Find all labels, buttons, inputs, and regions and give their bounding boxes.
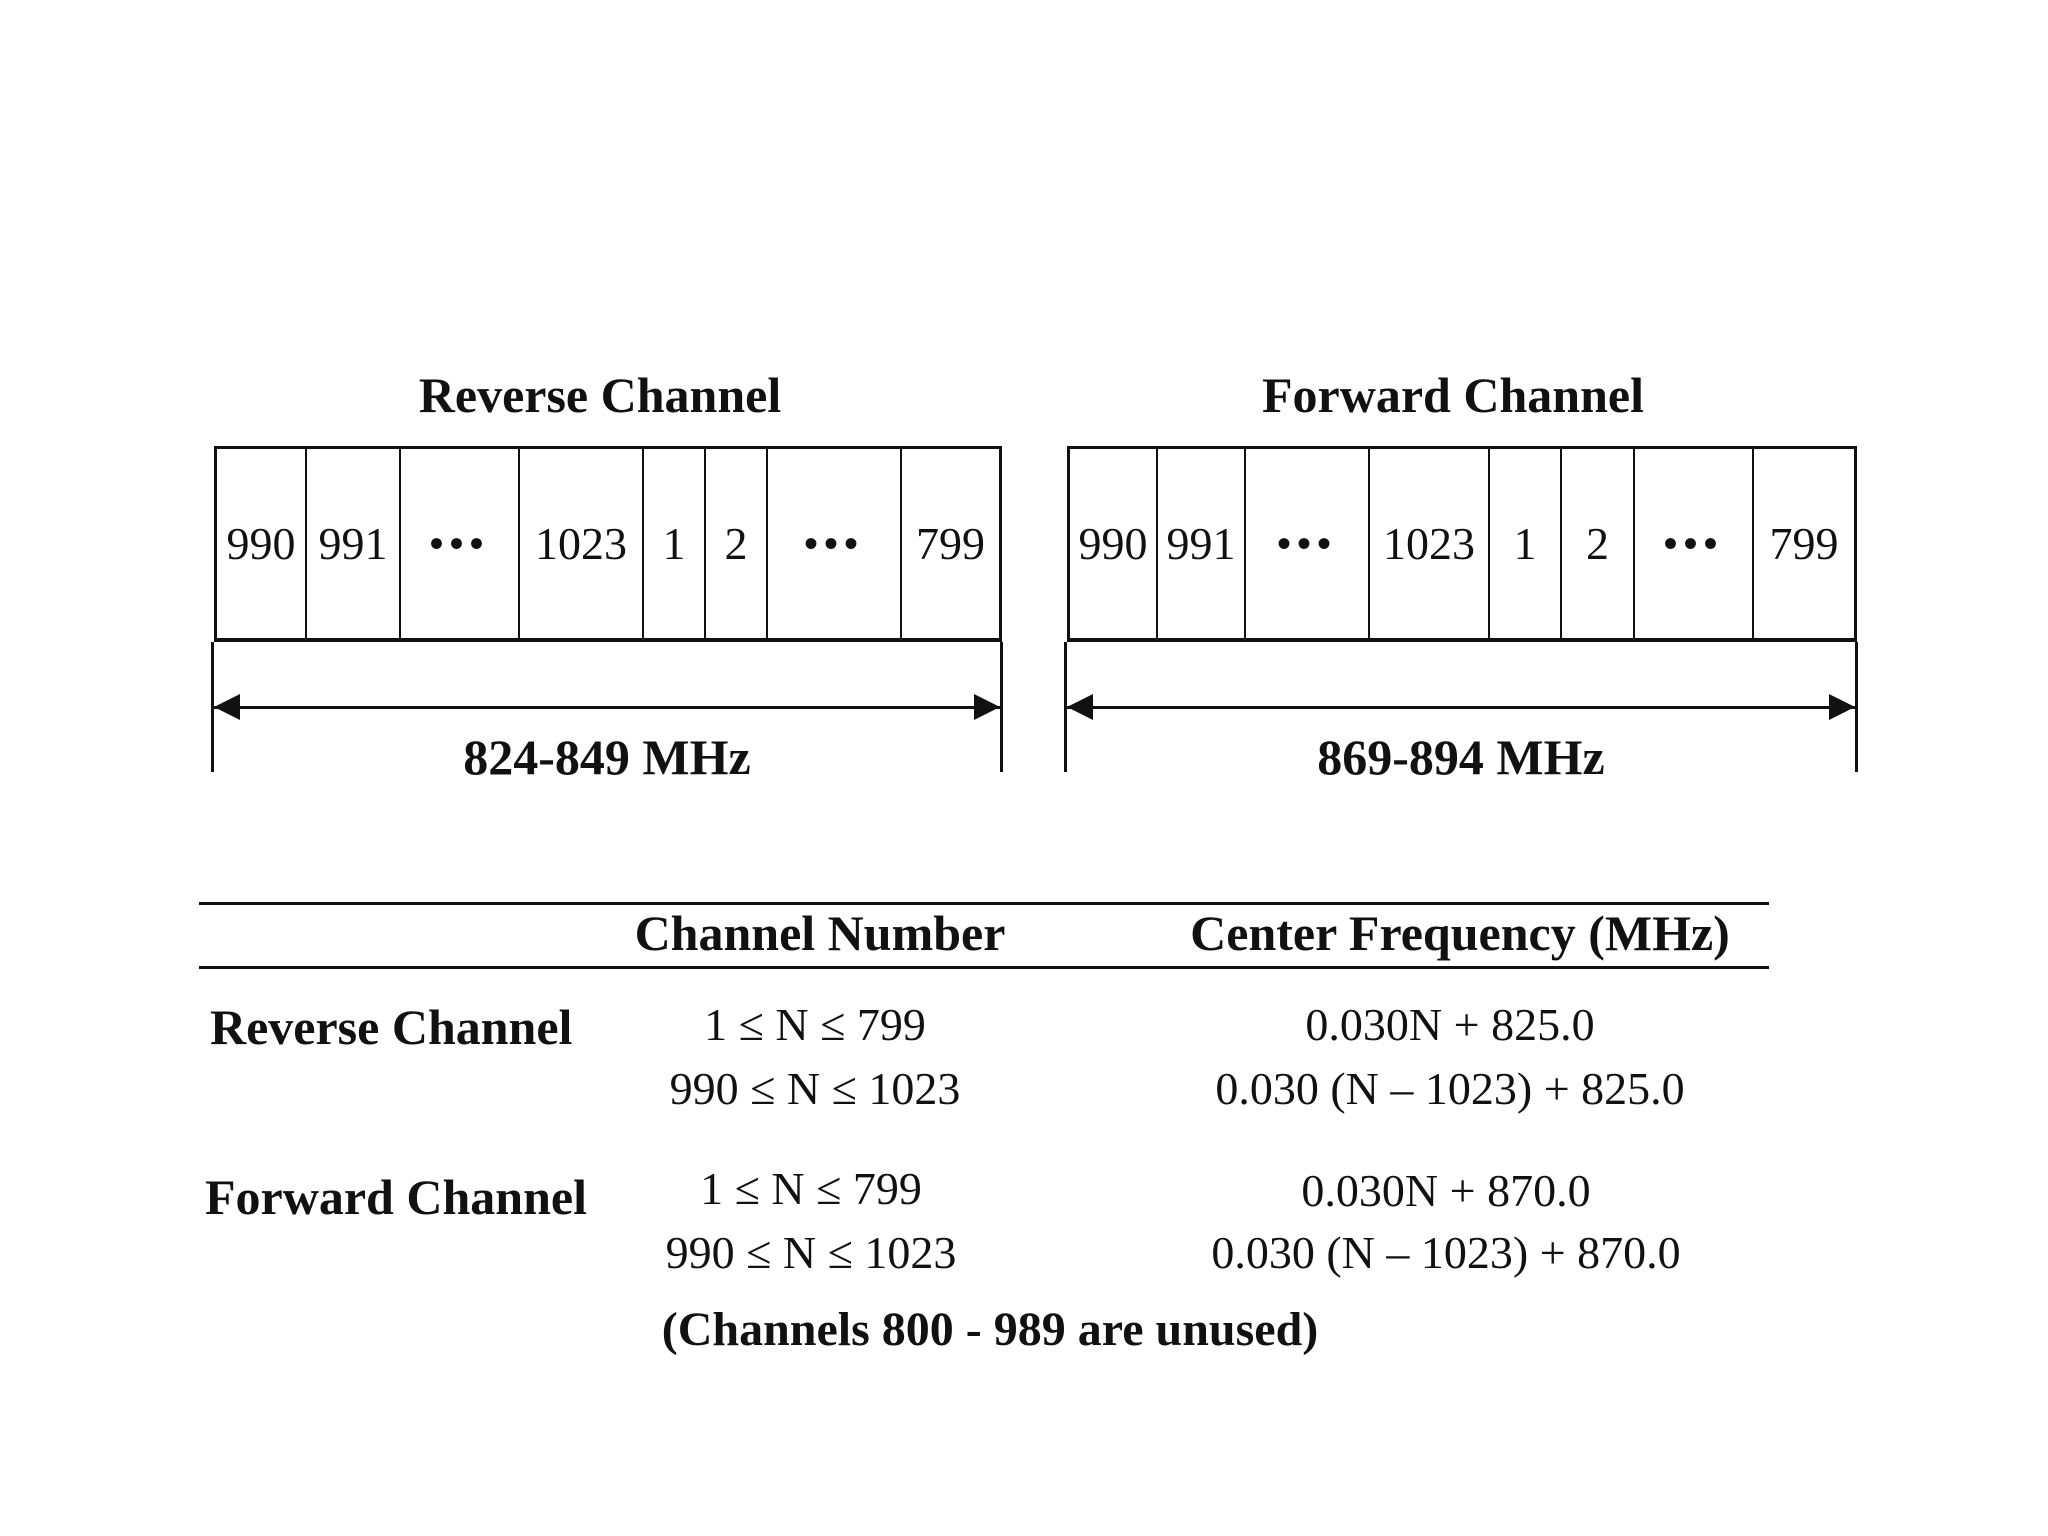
table-header-rule [199,966,1769,969]
reverse-band-title: Reverse Channel [418,367,782,423]
forward-range-2: 990 ≤ N ≤ 1023 [665,1227,957,1278]
unused-channels-note: (Channels 800 - 989 are unused) [661,1303,1319,1356]
band-cell: 991 [1158,449,1246,638]
header-center-frequency: Center Frequency (MHz) [1190,905,1730,961]
reverse-range-2: 990 ≤ N ≤ 1023 [669,1063,961,1114]
reverse-formula-2: 0.030 (N – 1023) + 825.0 [1215,1063,1685,1114]
band-cell: 991 [307,449,401,638]
reverse-range-label: 824-849 MHz [463,729,751,785]
row-label-forward: Forward Channel [205,1169,587,1225]
reverse-range-1: 1 ≤ N ≤ 799 [704,999,926,1050]
reverse-formula-1: 0.030N + 825.0 [1305,999,1595,1050]
header-channel-number: Channel Number [634,905,1006,961]
band-cell: 1023 [520,449,644,638]
band-cell: 990 [1070,449,1158,638]
forward-formula-1: 0.030N + 870.0 [1301,1165,1591,1216]
reverse-band: 990 991 ••• 1023 1 2 ••• 799 [214,446,1002,642]
band-cell-ellipsis: ••• [768,449,902,638]
band-cell: 2 [706,449,768,638]
band-cell-ellipsis: ••• [401,449,520,638]
table-top-rule [199,902,1769,905]
double-arrow-icon [1067,694,1855,720]
band-cell: 1 [644,449,706,638]
band-cell-ellipsis: ••• [1635,449,1754,638]
band-cell: 990 [217,449,307,638]
band-cell: 799 [916,518,985,569]
forward-band: 990 991 ••• 1023 1 2 ••• 799 [1067,446,1857,642]
row-label-reverse: Reverse Channel [210,999,573,1055]
double-arrow-icon [214,694,1000,720]
band-cell-ellipsis: ••• [1246,449,1370,638]
forward-formula-2: 0.030 (N – 1023) + 870.0 [1211,1227,1681,1278]
band-cell: 799 [1769,518,1839,569]
forward-range-1: 1 ≤ N ≤ 799 [700,1163,922,1214]
forward-range-label: 869-894 MHz [1317,729,1605,785]
band-cell: 1 [1490,449,1562,638]
forward-band-title: Forward Channel [1262,367,1644,423]
forward-range-bracket: 869-894 MHz [1064,642,1858,785]
band-cell: 2 [1562,449,1635,638]
band-cell: 1023 [1370,449,1490,638]
reverse-range-bracket: 824-849 MHz [211,642,1003,785]
